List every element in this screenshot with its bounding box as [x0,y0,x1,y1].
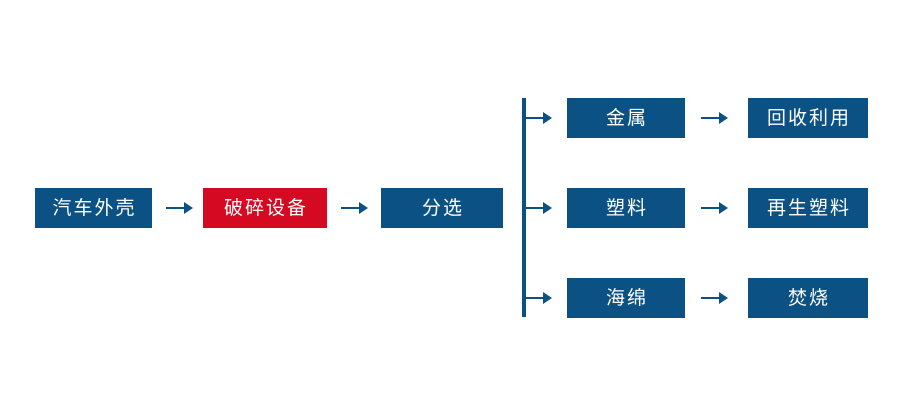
arrow-right-icon-branch-sponge [525,288,553,308]
node-outcome-metal[interactable]: 回收利用 [748,98,868,138]
node-outcome-plastic[interactable]: 再生塑料 [748,188,868,228]
branch-split-icon [522,98,526,317]
node-car-shell[interactable]: 汽车外壳 [35,188,152,228]
arrow-right-icon-metal-to-outcome [701,108,729,128]
arrow-right-icon-plastic-to-outcome [701,198,729,218]
node-material-metal[interactable]: 金属 [567,98,685,138]
node-sorting[interactable]: 分选 [381,188,503,228]
node-outcome-sponge[interactable]: 焚烧 [748,278,868,318]
arrow-right-icon-shell-to-crusher [166,198,194,218]
node-material-plastic[interactable]: 塑料 [567,188,685,228]
arrow-right-icon-branch-plastic [525,198,553,218]
arrow-right-icon-sponge-to-outcome [701,288,729,308]
arrow-right-icon-branch-metal [525,108,553,128]
node-material-sponge[interactable]: 海绵 [567,278,685,318]
node-crusher[interactable]: 破碎设备 [203,188,327,228]
arrow-right-icon-crusher-to-sorting [341,198,369,218]
